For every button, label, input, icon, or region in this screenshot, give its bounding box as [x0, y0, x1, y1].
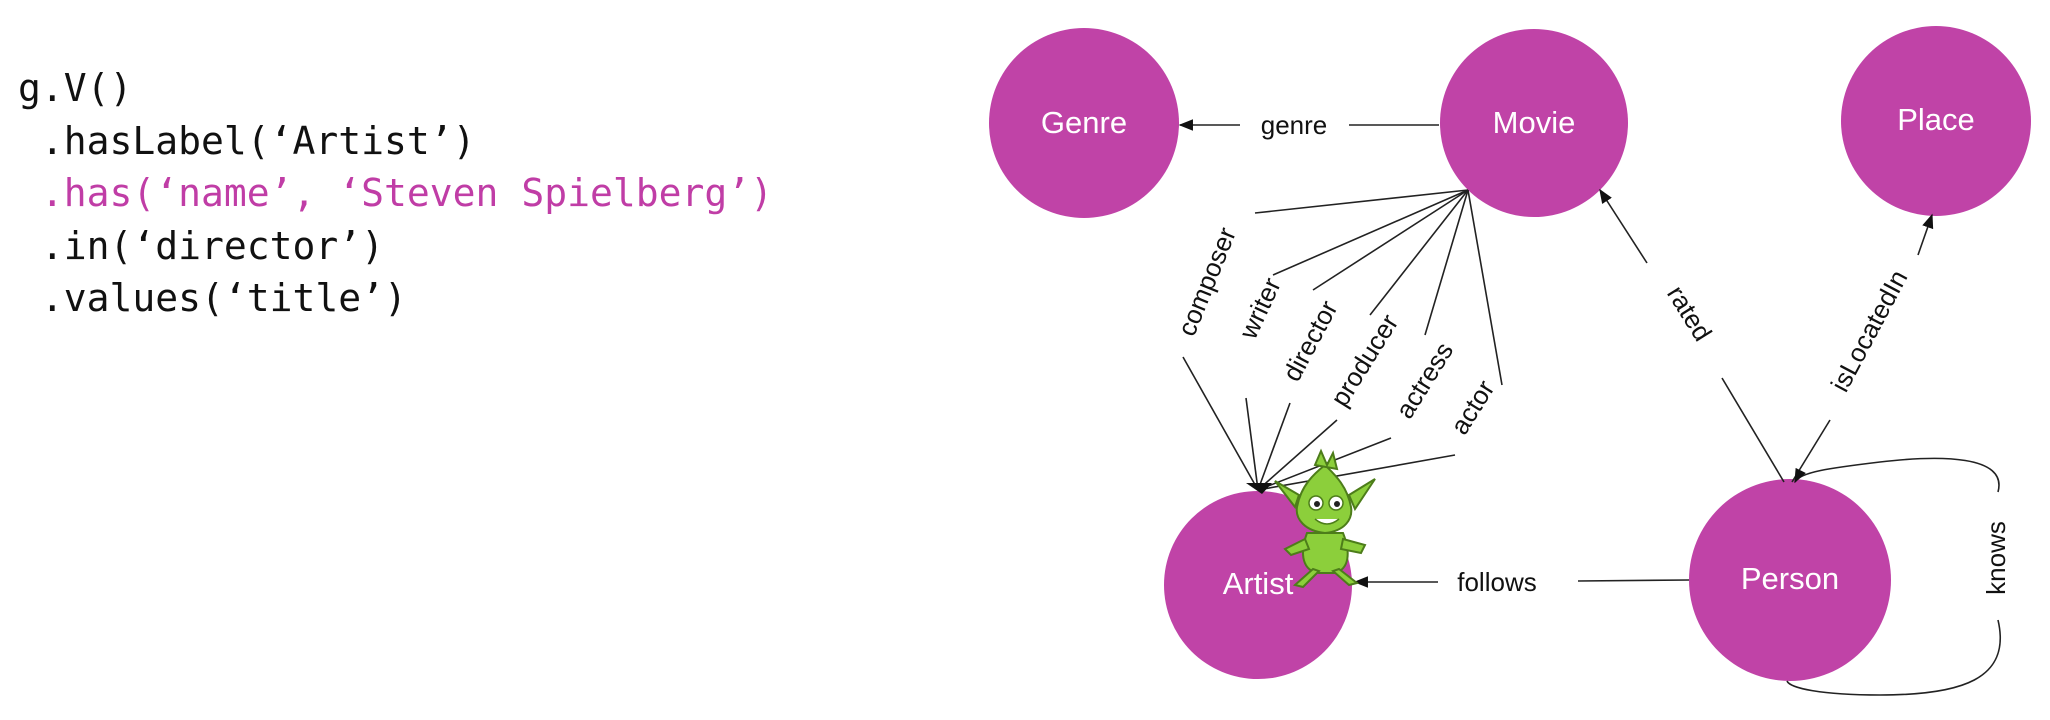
edge-follows-line-a: [1577, 579, 1690, 582]
edge-director-bottom: [1257, 402, 1291, 491]
edge-actress-top: [1424, 189, 1469, 336]
edge-composer-bottom: [1182, 356, 1259, 491]
edge-actor-bottom: [1257, 454, 1456, 491]
edge-writer-top: [1272, 189, 1469, 276]
gremlin-mascot-icon: [1274, 448, 1376, 589]
node-place-label: Place: [1897, 102, 1975, 137]
code-line-5: .values(‘title’): [18, 276, 407, 320]
artist-arrowhead: [1246, 483, 1272, 494]
node-genre: Genre: [989, 28, 1179, 218]
edge-producer-bottom: [1257, 419, 1338, 491]
code-line-3: .has(‘name’, ‘Steven Spielberg’): [18, 171, 773, 215]
code-line-1: g.V(): [18, 66, 133, 110]
edge-genre-label: genre: [1261, 110, 1328, 140]
edge-islocatedin-label: isLocatedIn: [1825, 265, 1914, 397]
code-line-4: .in(‘director’): [18, 223, 385, 268]
node-person-label: Person: [1741, 561, 1839, 596]
edge-locatedin-line-b: [1917, 213, 1934, 256]
edge-rated-line-a: [1721, 377, 1785, 483]
edge-knows-loop-top: [1794, 457, 2000, 493]
node-place: Place: [1841, 26, 2031, 216]
edge-producer-top: [1369, 189, 1469, 316]
edge-knows-loop-bottom: [1786, 619, 2001, 696]
edge-composer-top: [1254, 189, 1469, 214]
edge-knows-label: knows: [1981, 521, 2011, 595]
edge-follows-label: follows: [1457, 567, 1536, 597]
movie-artist-edges: [1182, 189, 1503, 494]
edge-producer-label: producer: [1324, 308, 1404, 411]
node-artist-label: Artist: [1223, 566, 1294, 601]
edge-actor-top: [1467, 189, 1503, 386]
edge-writer-bottom: [1245, 397, 1259, 491]
edge-actor-label: actor: [1444, 374, 1500, 439]
edge-director-label: director: [1276, 295, 1343, 386]
edge-director-top: [1312, 189, 1469, 291]
edge-rated-label: rated: [1661, 280, 1718, 346]
edge-actress-label: actress: [1389, 337, 1459, 424]
node-movie: Movie: [1440, 29, 1628, 217]
gremlin-query-code: g.V() .hasLabel(‘Artist’) .has(‘name’, ‘…: [18, 62, 773, 325]
edge-composer-label: composer: [1171, 223, 1242, 340]
edge-rated-line-b: [1599, 188, 1648, 264]
node-person: Person: [1689, 479, 1891, 681]
edge-writer-label: writer: [1232, 273, 1287, 344]
code-line-2: .hasLabel(‘Artist’): [18, 118, 476, 163]
node-genre-label: Genre: [1041, 105, 1127, 140]
node-movie-label: Movie: [1493, 105, 1576, 140]
